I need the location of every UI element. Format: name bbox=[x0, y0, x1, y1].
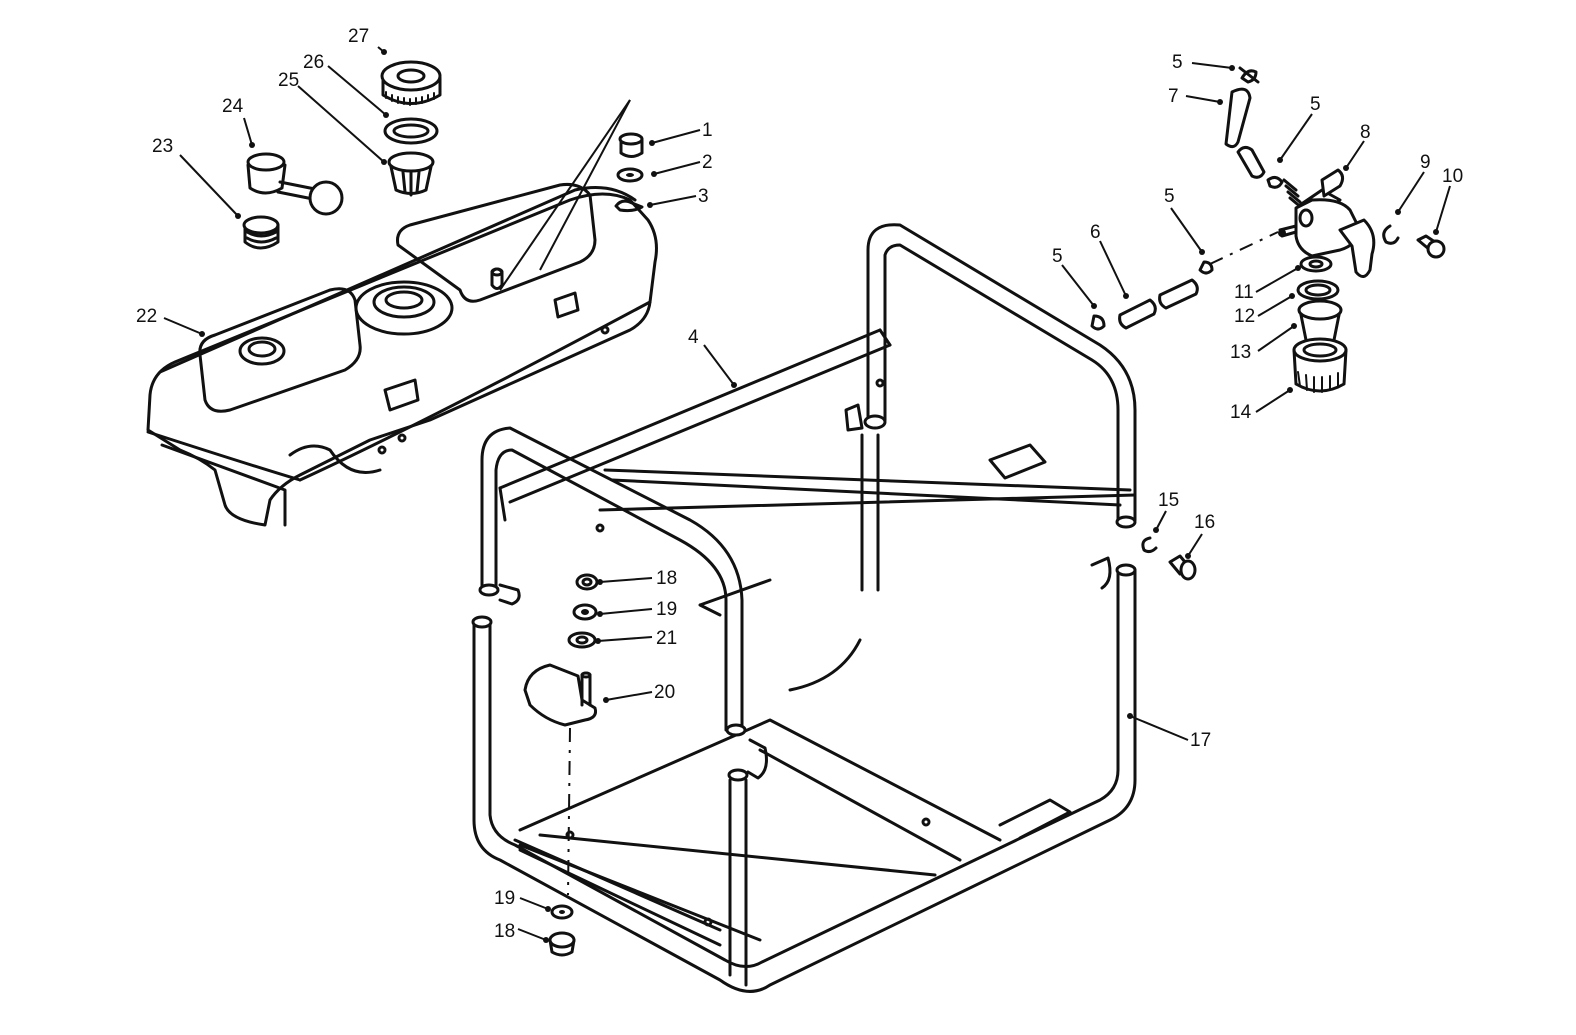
callout-15: 15 bbox=[1158, 490, 1179, 511]
part-2-washer bbox=[616, 167, 644, 183]
part-14-cup-nut bbox=[1292, 337, 1348, 393]
part-5-hose-clamp-top bbox=[1238, 66, 1260, 84]
part-26-gasket bbox=[383, 117, 439, 145]
callout-6: 6 bbox=[1090, 222, 1101, 243]
part-12-gasket bbox=[1296, 279, 1340, 301]
part-11-oring bbox=[1299, 255, 1333, 273]
part-9-clip bbox=[1382, 224, 1400, 245]
callout-22: 22 bbox=[136, 306, 157, 327]
part-5-hose-clamp-upper bbox=[1266, 175, 1284, 189]
callout-13: 13 bbox=[1230, 342, 1251, 363]
callout-18-upper: 18 bbox=[656, 568, 677, 589]
callout-5-low: 5 bbox=[1052, 246, 1063, 267]
callout-23: 23 bbox=[152, 136, 173, 157]
part-16-bolt bbox=[1168, 554, 1197, 581]
callout-1: 1 bbox=[702, 120, 713, 141]
part-25-strainer bbox=[387, 151, 435, 197]
part-24-dipstick-cap bbox=[246, 152, 344, 216]
callout-18-lower: 18 bbox=[494, 921, 515, 942]
part-18-nut-upper bbox=[575, 573, 599, 591]
part-15-clip bbox=[1141, 536, 1158, 554]
part-8-fuel-valve bbox=[1278, 168, 1376, 278]
callout-19-upper: 19 bbox=[656, 599, 677, 620]
callout-26: 26 bbox=[303, 52, 324, 73]
callout-12: 12 bbox=[1234, 306, 1255, 327]
part-27-fuel-cap bbox=[380, 60, 442, 106]
part-3-clip bbox=[614, 199, 644, 213]
part-5-hose-clamp-low bbox=[1090, 314, 1106, 331]
leader-lines bbox=[163, 46, 1451, 943]
callout-8: 8 bbox=[1360, 122, 1371, 143]
callout-24: 24 bbox=[222, 96, 244, 117]
callout-17: 17 bbox=[1190, 730, 1211, 751]
callout-9: 9 bbox=[1420, 152, 1431, 173]
callout-5-top: 5 bbox=[1172, 52, 1183, 73]
callout-2: 2 bbox=[702, 152, 713, 173]
callout-labels: 27 26 25 24 23 22 1 2 3 4 5 7 5 8 9 10 5… bbox=[136, 26, 1463, 942]
part-10-screw bbox=[1416, 234, 1446, 259]
part-5-hose-clamp-mid bbox=[1198, 260, 1214, 275]
part-21-washer bbox=[567, 631, 597, 649]
part-19-lockwasher-lower bbox=[550, 904, 574, 920]
fuel-tank bbox=[146, 183, 658, 527]
callout-21: 21 bbox=[656, 628, 677, 649]
callout-27: 27 bbox=[348, 26, 369, 47]
callout-7: 7 bbox=[1168, 86, 1179, 107]
callout-11: 11 bbox=[1234, 282, 1254, 303]
part-18-nut-lower bbox=[548, 931, 576, 957]
part-1-grommet bbox=[618, 132, 644, 158]
callout-25: 25 bbox=[278, 70, 299, 91]
callout-3: 3 bbox=[698, 186, 709, 207]
callout-14: 14 bbox=[1230, 402, 1252, 423]
callout-10: 10 bbox=[1442, 166, 1463, 187]
callout-5-mid: 5 bbox=[1164, 186, 1175, 207]
part-6-hose-pieces bbox=[1118, 278, 1199, 330]
part-7-fuel-hose bbox=[1224, 87, 1266, 179]
callout-19-lower: 19 bbox=[494, 888, 515, 909]
part-20-mount-bracket bbox=[523, 663, 597, 727]
callout-5-upper: 5 bbox=[1310, 94, 1321, 115]
callout-16: 16 bbox=[1194, 512, 1215, 533]
callout-20: 20 bbox=[654, 682, 675, 703]
part-23-plug bbox=[242, 215, 280, 250]
tank-vent-bushing bbox=[490, 267, 504, 290]
callout-4: 4 bbox=[688, 327, 699, 348]
part-19-lockwasher-upper bbox=[572, 603, 598, 621]
frame-assembly bbox=[471, 223, 1137, 993]
